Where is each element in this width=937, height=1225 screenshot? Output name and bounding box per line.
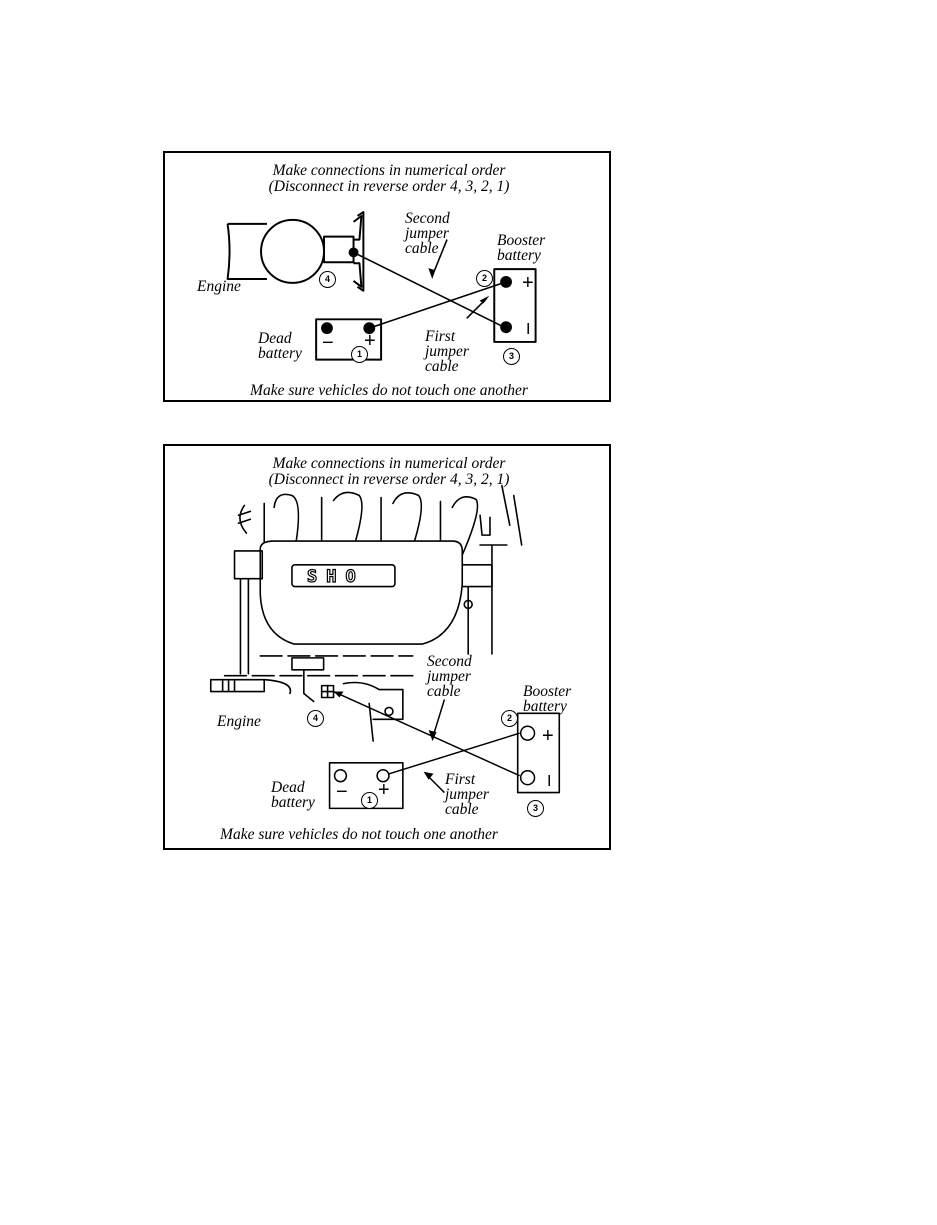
bracket-plate	[342, 681, 404, 721]
dead-battery-label: Dead battery	[258, 330, 302, 362]
booster-battery-case	[516, 712, 561, 794]
pointer-arrowhead	[479, 295, 490, 304]
plus-sign: +	[364, 330, 376, 352]
booster-minus-sign: I	[547, 773, 552, 790]
hose	[263, 678, 292, 695]
engine-label: Engine	[217, 713, 261, 730]
ground-point-mark	[320, 684, 335, 699]
dead-battery-label: Dead battery	[271, 779, 315, 811]
step-3-marker: 3	[527, 800, 544, 817]
booster-negative-terminal	[519, 770, 536, 786]
intake-runner	[273, 493, 300, 556]
engine-label: Engine	[197, 278, 241, 295]
second-cable-pointer	[431, 239, 448, 277]
intake-runner	[392, 492, 423, 554]
dipstick-handle	[291, 657, 325, 671]
engine-cover	[259, 540, 464, 645]
pointer-arrowhead	[428, 268, 436, 279]
booster-positive-terminal	[519, 725, 536, 741]
step-4-marker: 4	[307, 710, 324, 727]
minus-sign: −	[322, 332, 334, 354]
left-bracket	[233, 550, 264, 675]
booster-battery-label: Booster battery	[523, 683, 572, 715]
booster-positive-terminal	[500, 276, 512, 288]
step-2-marker: 2	[501, 710, 518, 727]
step-4-marker: 4	[319, 271, 336, 288]
engine-intake	[226, 222, 267, 280]
pointer-arrowhead	[423, 771, 434, 780]
jumpstart-diagram-simple: Make connections in numerical order (Dis…	[163, 151, 611, 402]
sensor	[463, 599, 473, 610]
dead-positive-terminal	[376, 769, 390, 783]
step-3-marker: 3	[503, 348, 520, 365]
runner-stud	[263, 496, 442, 546]
minus-sign: −	[336, 781, 348, 803]
heading-line-1: Make connections in numerical order	[272, 455, 506, 472]
engine-block	[260, 218, 326, 284]
second-cable-label: Second jumper cable	[427, 653, 472, 700]
hose-clamp	[237, 504, 252, 534]
footer-warning: Make sure vehicles do not touch one anot…	[220, 826, 498, 843]
footer-warning: Make sure vehicles do not touch one anot…	[250, 382, 528, 399]
step-2-marker: 2	[476, 270, 493, 287]
intake-runner	[451, 496, 479, 556]
step-1-marker: 1	[361, 792, 378, 809]
booster-battery-label: Booster battery	[497, 232, 546, 264]
pointer-arrowhead	[333, 691, 344, 698]
engine-ground-clamp	[348, 247, 359, 258]
engine-badge: SHO	[306, 566, 365, 587]
dead-positive-terminal	[363, 322, 376, 335]
badge-frame	[291, 564, 396, 588]
diagram-drawing	[226, 211, 537, 361]
booster-battery-case	[493, 268, 537, 343]
engine-base	[223, 655, 414, 677]
booster-plus-sign: +	[542, 725, 554, 747]
hose-fitting	[209, 678, 266, 693]
booster-negative-terminal	[500, 321, 512, 334]
heading-line-1: Make connections in numerical order	[272, 162, 506, 179]
engine-flange	[323, 235, 355, 264]
diagram-drawing	[209, 484, 561, 810]
dead-negative-terminal	[321, 322, 333, 335]
strut	[368, 702, 374, 742]
intake-runner	[332, 491, 363, 556]
step-1-marker: 1	[351, 346, 368, 363]
engine-plate	[356, 211, 365, 292]
second-jumper-cable	[353, 251, 505, 328]
right-bracket	[461, 564, 493, 655]
frame-rail	[479, 544, 508, 655]
first-cable-label: First jumper cable	[425, 328, 469, 375]
first-jumper-cable	[369, 281, 507, 329]
bolt	[479, 514, 491, 536]
hose	[501, 484, 523, 546]
second-cable-label: Second jumper cable	[405, 210, 450, 257]
heading-line-2: (Disconnect in reverse order 4, 3, 2, 1)	[268, 178, 510, 195]
plus-sign: +	[378, 779, 390, 801]
dead-battery-case	[315, 318, 383, 361]
dead-negative-terminal	[333, 769, 348, 783]
first-cable-label: First jumper cable	[445, 771, 489, 818]
booster-plus-sign: +	[522, 272, 534, 294]
second-jumper-cable	[333, 690, 520, 777]
engine-bracket	[352, 214, 363, 288]
bolt	[384, 706, 394, 717]
heading-line-2: (Disconnect in reverse order 4, 3, 2, 1)	[268, 471, 510, 488]
first-jumper-cable	[382, 732, 520, 777]
pointer-arrowhead	[428, 730, 437, 742]
jumpstart-diagram-sho-engine: Make connections in numerical order (Dis…	[163, 444, 611, 850]
dipstick-tube	[303, 668, 315, 703]
booster-minus-sign: I	[526, 321, 531, 338]
